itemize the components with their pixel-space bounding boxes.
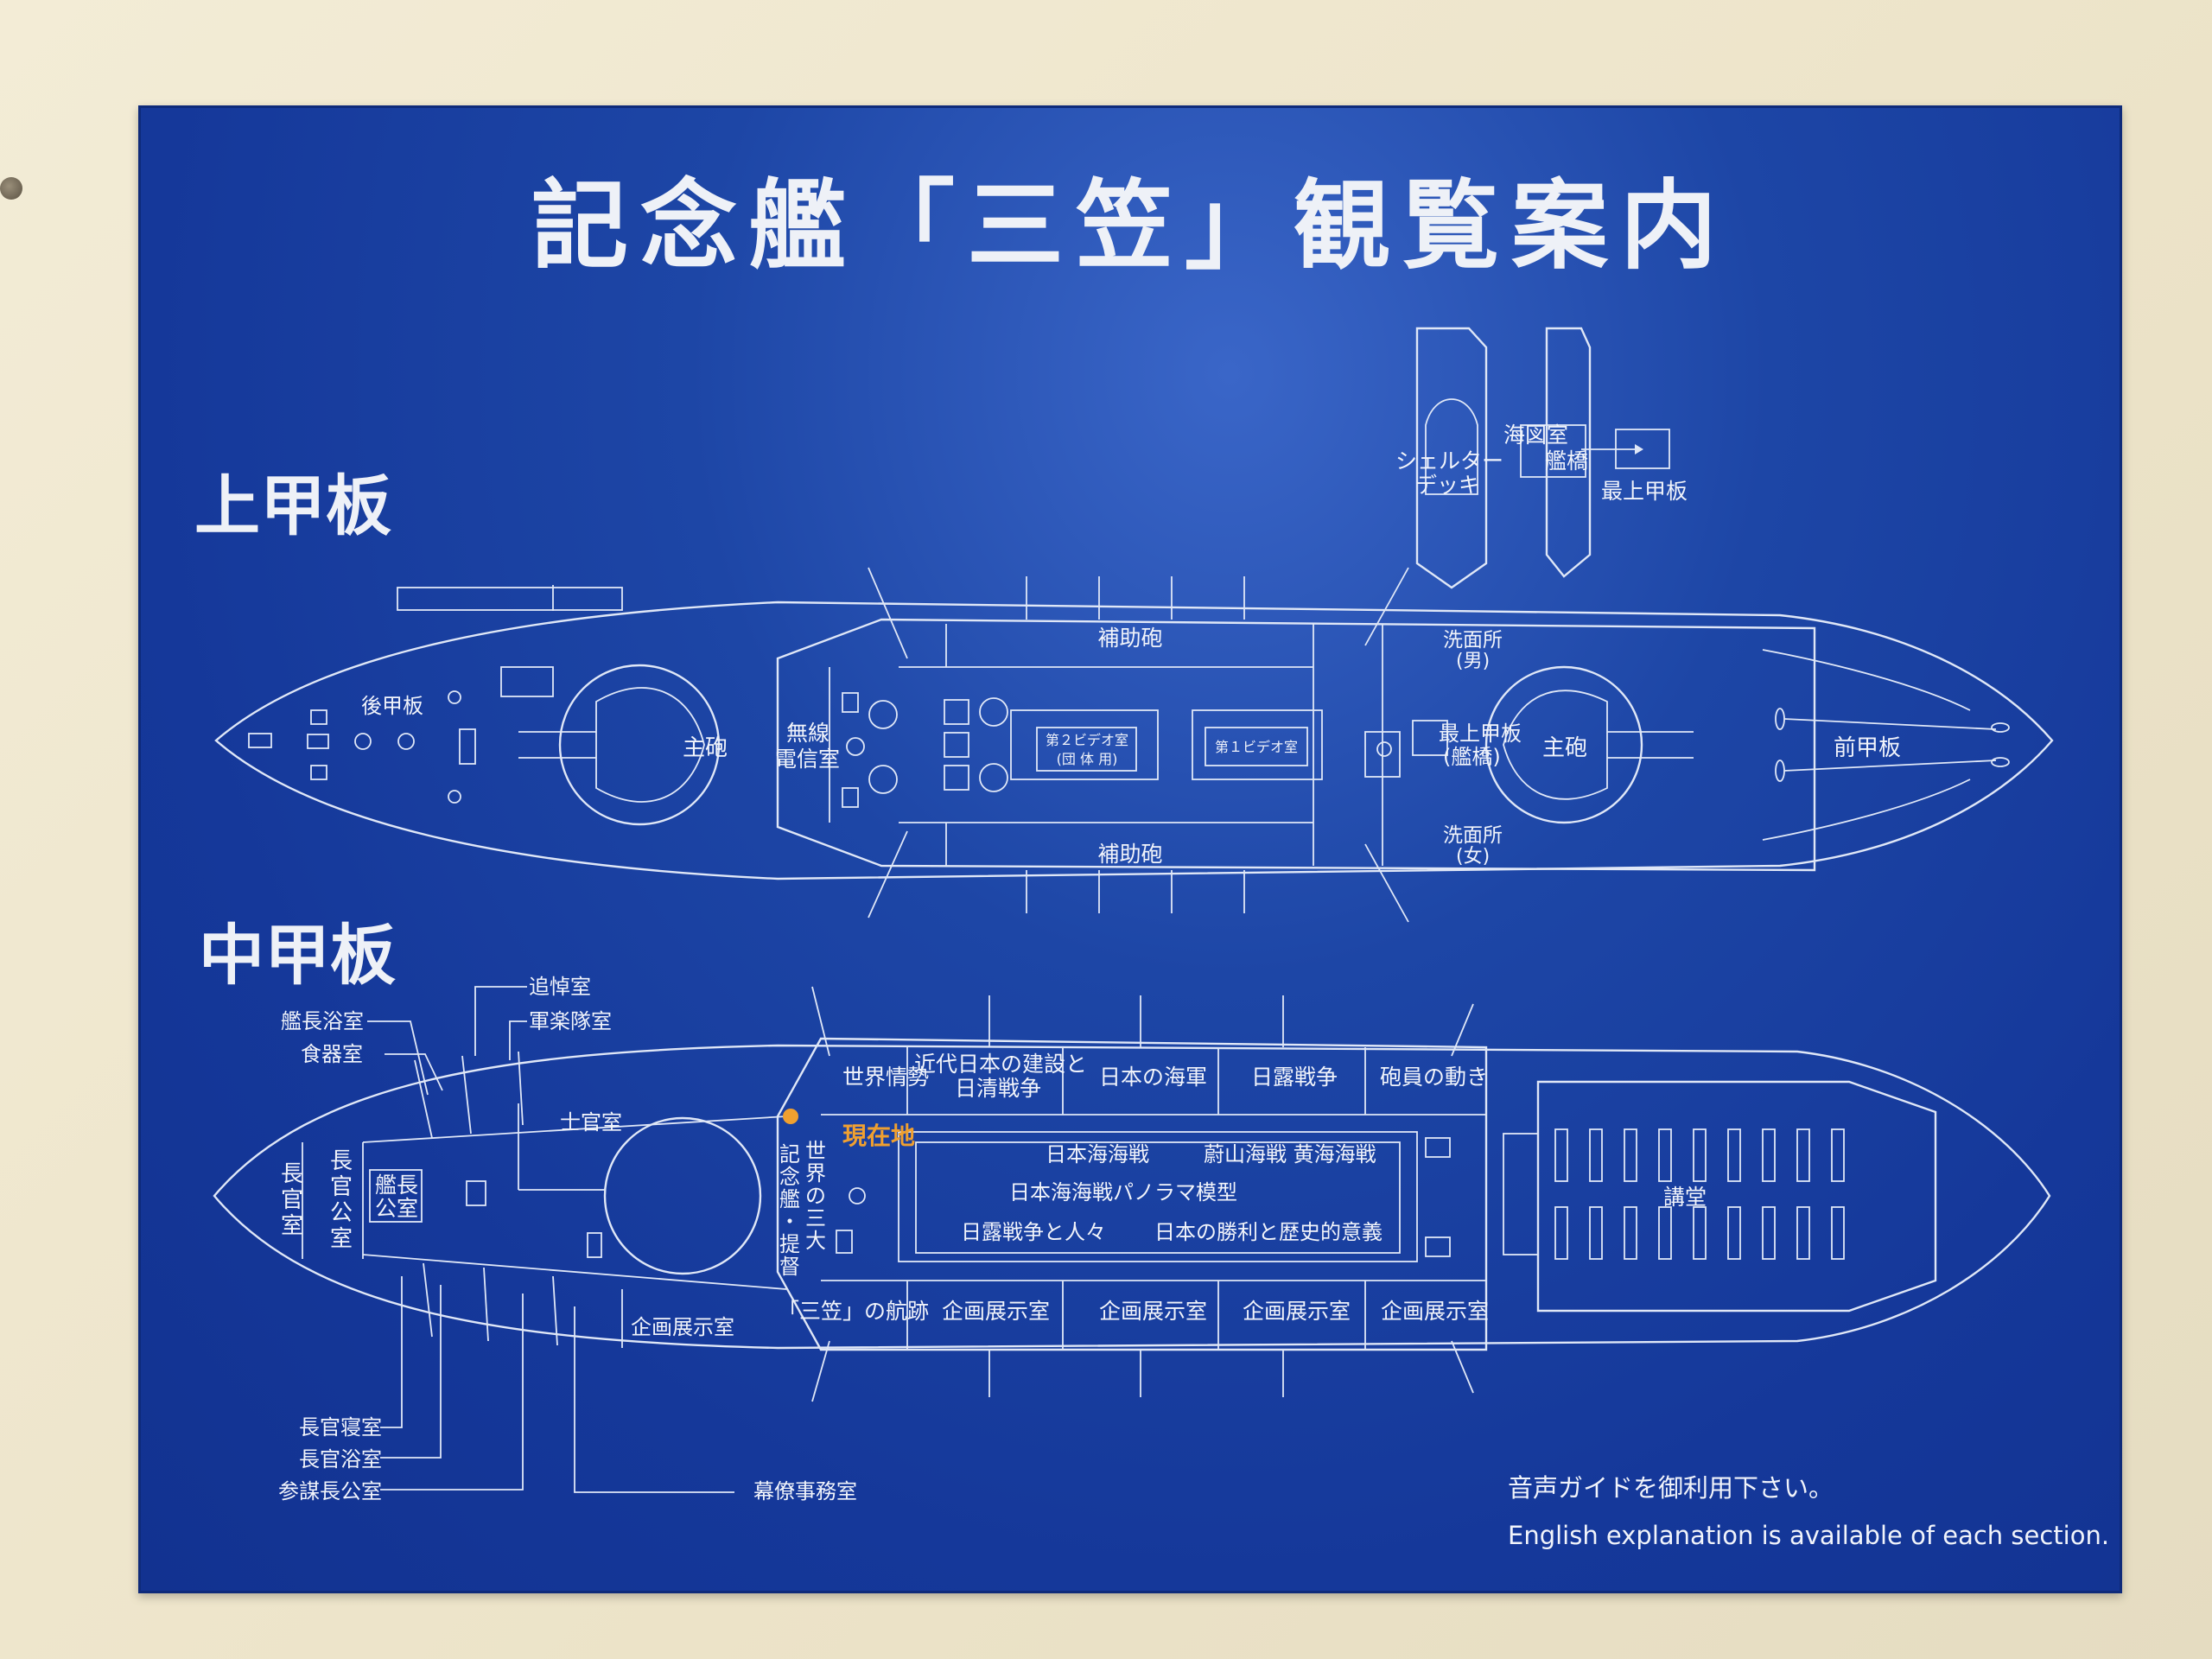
upper-deck-plan <box>214 567 2054 923</box>
label-japan-navy: 日本の海軍 <box>1099 1065 1207 1090</box>
label-lecture-hall: 講堂 <box>1663 1185 1707 1210</box>
officer-room-rotunda <box>603 1116 762 1275</box>
label-gunner-action: 砲員の動き <box>1380 1065 1488 1090</box>
middle-hull-outline <box>213 1044 2051 1350</box>
label-top-deck: 最上甲板 <box>1601 479 1688 504</box>
label-bridge: 艦橋 <box>1545 448 1588 474</box>
label-current-location: 現在地 <box>842 1122 915 1150</box>
label-radio-room-2: 電信室 <box>775 747 840 772</box>
label-wash-men-2: (男) <box>1456 651 1490 672</box>
label-three-great-4: 三 <box>805 1206 826 1230</box>
label-secondary-gun-top: 補助砲 <box>1097 626 1162 651</box>
label-commander-office-3: 公 <box>330 1200 353 1226</box>
upper-deck-heading: 上甲板 <box>194 467 391 544</box>
label-russo-war: 日露戦争 <box>1251 1065 1338 1090</box>
label-aft-deck: 後甲板 <box>361 694 423 718</box>
label-chart-room: 海図室 <box>1503 423 1568 448</box>
label-commander-room-3: 室 <box>281 1213 303 1239</box>
label-memorial-admirals-4: ・ <box>779 1210 800 1234</box>
label-shelter-deck-2: デッキ <box>1415 473 1480 498</box>
label-fore-deck: 前甲板 <box>1834 735 1901 761</box>
audio-guide-note: 音声ガイドを御利用下さい。 <box>1508 1473 1834 1503</box>
label-exhibit-3: 企画展示室 <box>1099 1299 1207 1324</box>
label-memorial-admirals-3: 艦 <box>779 1187 800 1211</box>
label-officer-room: 士官室 <box>560 1110 622 1135</box>
guide-board: 記念艦「三笠」観覧案内 上甲板 中甲板 <box>138 105 2122 1593</box>
label-staff-office: 幕僚事務室 <box>753 1479 857 1503</box>
deck-plan-diagram: 記念艦「三笠」観覧案内 上甲板 中甲板 <box>194 169 2109 1550</box>
lecture-hall-seats <box>1554 1128 1845 1260</box>
label-secondary-gun-bottom: 補助砲 <box>1097 842 1162 867</box>
label-commander-room-1: 長 <box>281 1161 303 1187</box>
english-note: English explanation is available of each… <box>1508 1521 2109 1550</box>
label-video-room-1: 第１ビデオ室 <box>1215 739 1298 755</box>
label-aft-main-gun: 主砲 <box>683 735 728 761</box>
label-memorial-admirals-5: 提 <box>779 1232 800 1256</box>
label-top-deck-bridge-2: (艦橋) <box>1443 745 1501 769</box>
fore-main-gun-turret <box>1484 665 1694 824</box>
aft-main-gun-turret <box>518 664 721 826</box>
label-commander-office-2: 官 <box>330 1174 353 1200</box>
label-victory-meaning: 日本の勝利と歴史的意義 <box>1154 1220 1382 1244</box>
label-war-people: 日露戦争と人々 <box>961 1220 1106 1244</box>
label-shelter-deck-1: シェルター <box>1395 448 1503 474</box>
label-memorial-room: 追悼室 <box>529 975 591 999</box>
middle-deck-heading: 中甲板 <box>199 917 396 994</box>
upper-superstructure <box>776 618 1816 872</box>
board-title: 記念艦「三笠」観覧案内 <box>531 169 1729 283</box>
label-video-room-2-a: 第２ビデオ室 <box>1046 732 1128 748</box>
label-fore-main-gun: 主砲 <box>1542 735 1587 761</box>
lecture-hall <box>1536 1080 1937 1313</box>
upper-hull-outline <box>214 601 2054 880</box>
middle-deck-plan <box>213 986 2051 1493</box>
label-modern-japan-1: 近代日本の建設と <box>914 1052 1087 1077</box>
label-tsushima-battle: 日本海海戦 <box>1046 1142 1149 1166</box>
label-three-great-1: 世 <box>805 1139 826 1163</box>
label-exhibit-1: 企画展示室 <box>631 1315 734 1339</box>
label-commander-bath: 長官浴室 <box>299 1447 382 1471</box>
label-wash-men-1: 洗面所 <box>1443 629 1503 652</box>
label-top-deck-bridge-1: 最上甲板 <box>1439 721 1522 746</box>
label-world-affairs: 世界情勢 <box>842 1065 929 1090</box>
label-band-room: 軍楽隊室 <box>529 1009 612 1033</box>
label-modern-japan-2: 日清戦争 <box>955 1076 1041 1101</box>
label-three-great-5: 大 <box>805 1229 826 1253</box>
label-mikasa-track: 「三笠」の航跡 <box>778 1299 929 1324</box>
label-captain-bath: 艦長浴室 <box>281 1009 364 1033</box>
label-memorial-admirals-1: 記 <box>779 1142 800 1166</box>
middle-superstructure <box>776 1037 1488 1351</box>
label-commander-bedroom: 長官寝室 <box>299 1415 382 1440</box>
aft-railing <box>397 585 623 611</box>
label-captain-office-2: 公室 <box>375 1196 418 1221</box>
label-video-room-2-b: (団 体 用) <box>1057 751 1118 767</box>
leader-lines <box>367 986 734 1493</box>
label-commander-office-1: 長 <box>330 1148 353 1174</box>
label-three-great-2: 界 <box>805 1161 826 1185</box>
label-radio-room-1: 無線 <box>786 721 830 746</box>
current-location-marker <box>783 1109 798 1124</box>
label-memorial-admirals-2: 念 <box>779 1165 800 1189</box>
label-commander-office-4: 室 <box>330 1226 353 1252</box>
bridge-detail-plan <box>1415 327 1670 589</box>
label-exhibit-5: 企画展示室 <box>1381 1299 1489 1324</box>
label-memorial-admirals-6: 督 <box>779 1255 800 1279</box>
label-wash-women-2: (女) <box>1456 846 1490 868</box>
upper-gun-barrels <box>868 567 1409 923</box>
label-panorama: 日本海海戦パノラマ模型 <box>1009 1180 1237 1205</box>
label-three-great-3: の <box>805 1184 826 1208</box>
label-wash-women-1: 洗面所 <box>1443 824 1503 847</box>
label-exhibit-2: 企画展示室 <box>942 1299 1050 1324</box>
label-ulsan-yellow: 蔚山海戦 黄海海戦 <box>1204 1142 1376 1166</box>
label-commander-room-2: 官 <box>281 1187 303 1213</box>
wall-screw <box>0 177 22 200</box>
label-exhibit-4: 企画展示室 <box>1243 1299 1351 1324</box>
label-tableware-room: 食器室 <box>301 1042 363 1066</box>
label-chief-staff-office: 参謀長公室 <box>278 1479 382 1503</box>
label-captain-office-1: 艦長 <box>375 1173 418 1198</box>
